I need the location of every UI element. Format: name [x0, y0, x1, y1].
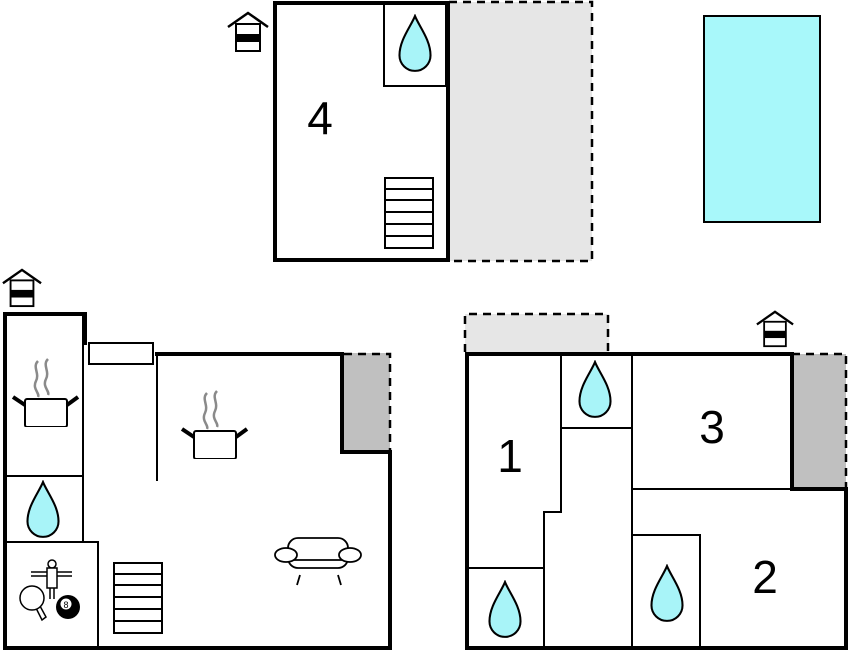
water-drop-icon — [578, 360, 612, 419]
billiard-ball-icon: 8 — [56, 595, 80, 619]
pool-icon — [703, 15, 821, 223]
terrace-left-outline — [344, 352, 392, 452]
kitchen-pot-icon — [11, 357, 80, 427]
window — [88, 342, 154, 365]
building-left-walls — [3, 312, 392, 650]
building-right-walls — [465, 352, 848, 650]
foosball-icon — [31, 559, 72, 599]
table-tennis-icon — [19, 585, 47, 622]
inner-wall — [632, 534, 701, 648]
room-label-4: 4 — [307, 92, 333, 144]
terrace-left — [342, 353, 390, 452]
stairs-icon — [384, 177, 434, 249]
sofa-icon — [274, 537, 362, 586]
water-drop-icon — [650, 564, 684, 623]
entrance-icon — [226, 11, 270, 53]
water-drop-icon — [488, 580, 522, 639]
billiard-ball-number: 8 — [63, 600, 68, 610]
room-label-3: 3 — [699, 401, 725, 453]
building-4-walls — [273, 1, 450, 262]
kitchen-pot-icon — [180, 389, 249, 459]
bathroom-4 — [383, 2, 447, 87]
terrace-right — [790, 354, 846, 489]
water-drop-icon — [398, 14, 432, 73]
inner-wall — [543, 354, 562, 648]
inner-wall — [5, 541, 99, 648]
entrance-icon — [1, 268, 43, 308]
terrace-right-outline — [792, 352, 848, 489]
stairs-icon — [113, 562, 163, 634]
water-drop-icon — [26, 480, 60, 539]
room-label-1: 1 — [497, 430, 523, 482]
terrace-right-top-outline — [463, 312, 610, 352]
room-label-2: 2 — [752, 551, 778, 603]
terrace-top-outline — [449, 0, 594, 263]
entrance-icon — [755, 310, 795, 348]
terrace-top — [449, 2, 592, 261]
terrace-right-top — [465, 314, 609, 353]
